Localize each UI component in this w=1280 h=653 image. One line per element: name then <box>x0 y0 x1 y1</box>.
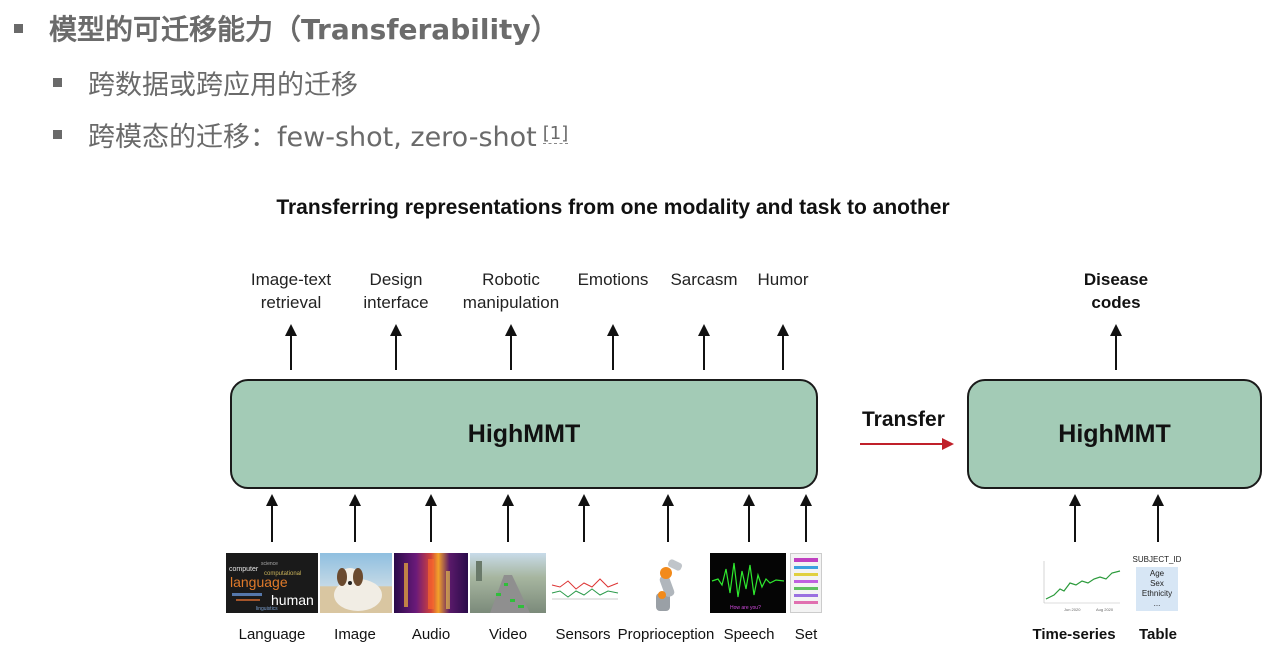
input-label-sensors: Sensors <box>555 626 611 643</box>
output-line: Disease codes <box>1083 270 1149 312</box>
bullet-sub1: 跨数据或跨应用的迁移 <box>53 63 358 102</box>
input-label-time-series: Time-series <box>1032 626 1116 643</box>
output-line: Design interface <box>363 270 429 312</box>
bullet-sub2-text: 跨模态的迁移：few-shot, zero-shot <box>88 122 537 153</box>
timeseries-thumbnail: Jun 2020 Aug 2020 <box>1034 553 1122 613</box>
output-label-design-interface: Design interface <box>363 268 428 314</box>
input-label-speech: Speech <box>723 626 775 643</box>
output-line: Robotic manipulation <box>462 270 560 312</box>
input-label-proprioception: Proprioception <box>617 626 715 643</box>
diagram-title: Transferring representations from one mo… <box>276 196 950 219</box>
input-label-video: Video <box>488 626 528 643</box>
speech-caption: How are you? <box>730 605 761 611</box>
language-thumbnail: computer science language human linguist… <box>226 553 318 613</box>
wordcloud-word: language <box>230 574 288 590</box>
input-label-audio: Audio <box>411 626 451 643</box>
audio-thumbnail <box>394 553 468 613</box>
input-label-image: Image <box>334 626 376 643</box>
wordcloud-word: computational <box>264 571 301 577</box>
input-label-language: Language <box>238 626 306 643</box>
highmmt-source-model: HighMMT <box>230 379 818 489</box>
dog-photo-image <box>334 568 382 611</box>
citation-link[interactable]: [1] <box>542 123 569 144</box>
output-label-emotions: Emotions <box>577 270 649 289</box>
model-label: HighMMT <box>467 419 581 448</box>
output-label-image-text-retrieval: Image-text retrieval <box>251 268 331 314</box>
set-thumbnail <box>790 553 822 613</box>
bullet-square-icon <box>14 23 23 33</box>
proprioception-thumbnail <box>640 553 696 613</box>
timeseries-tick: Aug 2020 <box>1096 607 1114 612</box>
output-line: Image-text retrieval <box>250 270 332 312</box>
timeseries-plot-image: Jun 2020 Aug 2020 <box>1043 561 1121 612</box>
table-thumb-row: Sex <box>1150 579 1164 588</box>
bullet-square-icon <box>53 78 62 87</box>
model-label: HighMMT <box>1058 419 1171 448</box>
language-wordcloud-image: computer science language human linguist… <box>229 561 314 612</box>
bullet-square-icon <box>53 130 62 139</box>
image-thumbnail <box>320 553 392 613</box>
robot-arm-image <box>656 559 683 611</box>
wordcloud-word: human <box>271 592 314 608</box>
table-thumb-row: Ethnicity <box>1141 589 1173 598</box>
table-thumb-row: ... <box>1153 599 1161 608</box>
bullet-sub1-text: 跨数据或跨应用的迁移 <box>88 70 358 101</box>
output-label-sarcasm: Sarcasm <box>670 270 738 289</box>
bullet-main-text: 模型的可迁移能力（Transferability） <box>49 13 559 46</box>
sensors-plot-image <box>551 578 619 600</box>
input-label-set: Set <box>794 626 818 643</box>
wordcloud-word: linguistics <box>256 606 278 612</box>
output-label-disease-codes: Disease codes <box>1084 268 1148 314</box>
output-label-humor: Humor <box>757 270 809 289</box>
table-thumb-body: Age Sex Ethnicity ... <box>1136 567 1178 611</box>
bullet-sub2: 跨模态的迁移：few-shot, zero-shot [1] <box>53 115 569 154</box>
video-traffic-image <box>476 561 530 613</box>
table-thumbnail: SUBJECT_ID Age Sex Ethnicity ... <box>1126 553 1188 613</box>
speech-thumbnail: How are you? <box>710 553 786 613</box>
timeseries-tick: Jun 2020 <box>1064 607 1081 612</box>
table-thumb-row: Age <box>1149 569 1165 578</box>
output-label-robotic-manipulation: Robotic manipulation <box>463 268 559 314</box>
wordcloud-word: computer <box>229 566 259 573</box>
speech-waveform-image: How are you? <box>711 562 785 611</box>
table-thumb-header: SUBJECT_ID <box>1132 555 1182 564</box>
sensors-thumbnail <box>548 553 622 613</box>
transfer-label: Transfer <box>862 408 945 431</box>
highmmt-target-model: HighMMT <box>967 379 1262 489</box>
audio-spectrogram-image <box>404 559 450 609</box>
set-ui-image <box>794 558 818 604</box>
input-label-table: Table <box>1138 626 1178 643</box>
wordcloud-word: science <box>261 561 278 567</box>
video-thumbnail <box>470 553 546 613</box>
bullet-main: 模型的可迁移能力（Transferability） <box>14 8 559 48</box>
